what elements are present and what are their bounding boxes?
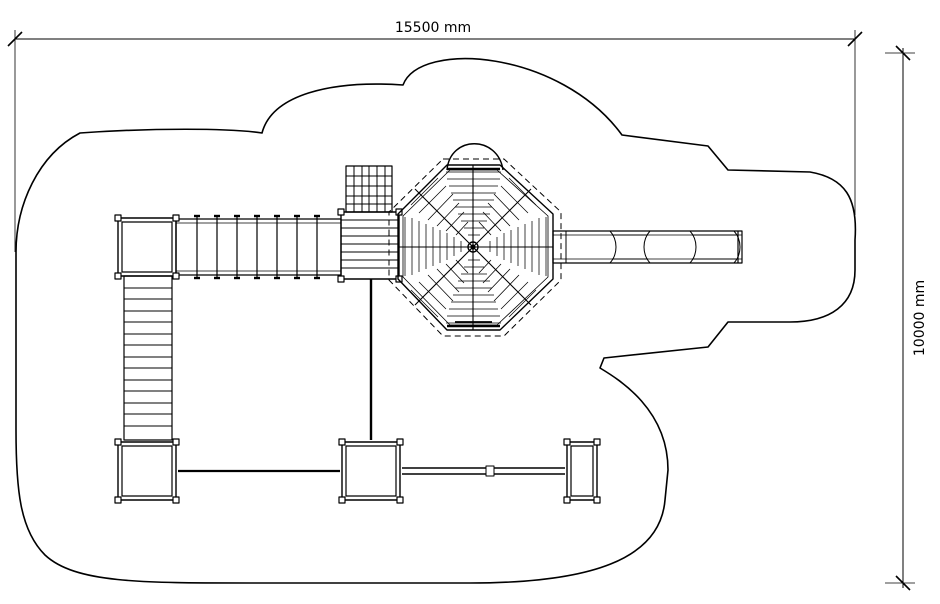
left-ladder bbox=[123, 275, 173, 441]
tower-apex bbox=[467, 241, 479, 253]
top-stairs bbox=[345, 165, 393, 213]
platform-bottom-left bbox=[114, 438, 180, 504]
central-deck bbox=[337, 208, 403, 283]
platform-bottom-right bbox=[563, 438, 601, 504]
safety-zone-outline bbox=[15, 57, 857, 584]
tower-dashed-outline bbox=[388, 158, 562, 337]
platform-top-left bbox=[114, 214, 180, 280]
tower-dome bbox=[446, 143, 504, 171]
right-tube bbox=[552, 230, 743, 264]
top-bridge bbox=[175, 214, 342, 280]
octagonal-tower bbox=[388, 143, 562, 337]
height-dimension-label: 10000 mm bbox=[912, 280, 928, 356]
width-dimension-label: 15500 mm bbox=[395, 20, 471, 36]
height-dimension: 10000 mm bbox=[885, 45, 928, 591]
width-dimension: 15500 mm bbox=[7, 20, 863, 252]
connector-bars bbox=[178, 279, 565, 477]
platform-bottom-center bbox=[338, 438, 404, 504]
